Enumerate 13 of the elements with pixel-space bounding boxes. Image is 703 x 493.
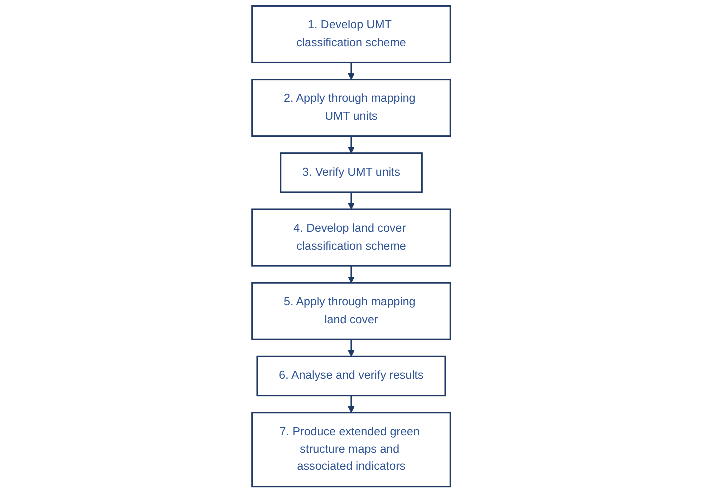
node-box: 3. Verify UMT units	[280, 152, 423, 194]
arrow	[348, 396, 355, 414]
node-box: 2. Apply through mapping UMT units	[252, 79, 452, 138]
arrow	[348, 136, 355, 154]
node-box: 1. Develop UMT classification scheme	[252, 5, 452, 64]
arrow	[348, 192, 355, 210]
node-box: 7. Produce extended green structure maps and associated indicators	[252, 412, 452, 488]
arrow	[348, 62, 355, 80]
node-box: 5. Apply through mapping land cover	[252, 282, 452, 340]
arrow	[348, 340, 355, 357]
arrow	[348, 266, 355, 284]
node-box: 4. Develop land cover classification scheme	[252, 208, 452, 267]
node-box: 6. Analyse and verify results	[256, 356, 446, 397]
